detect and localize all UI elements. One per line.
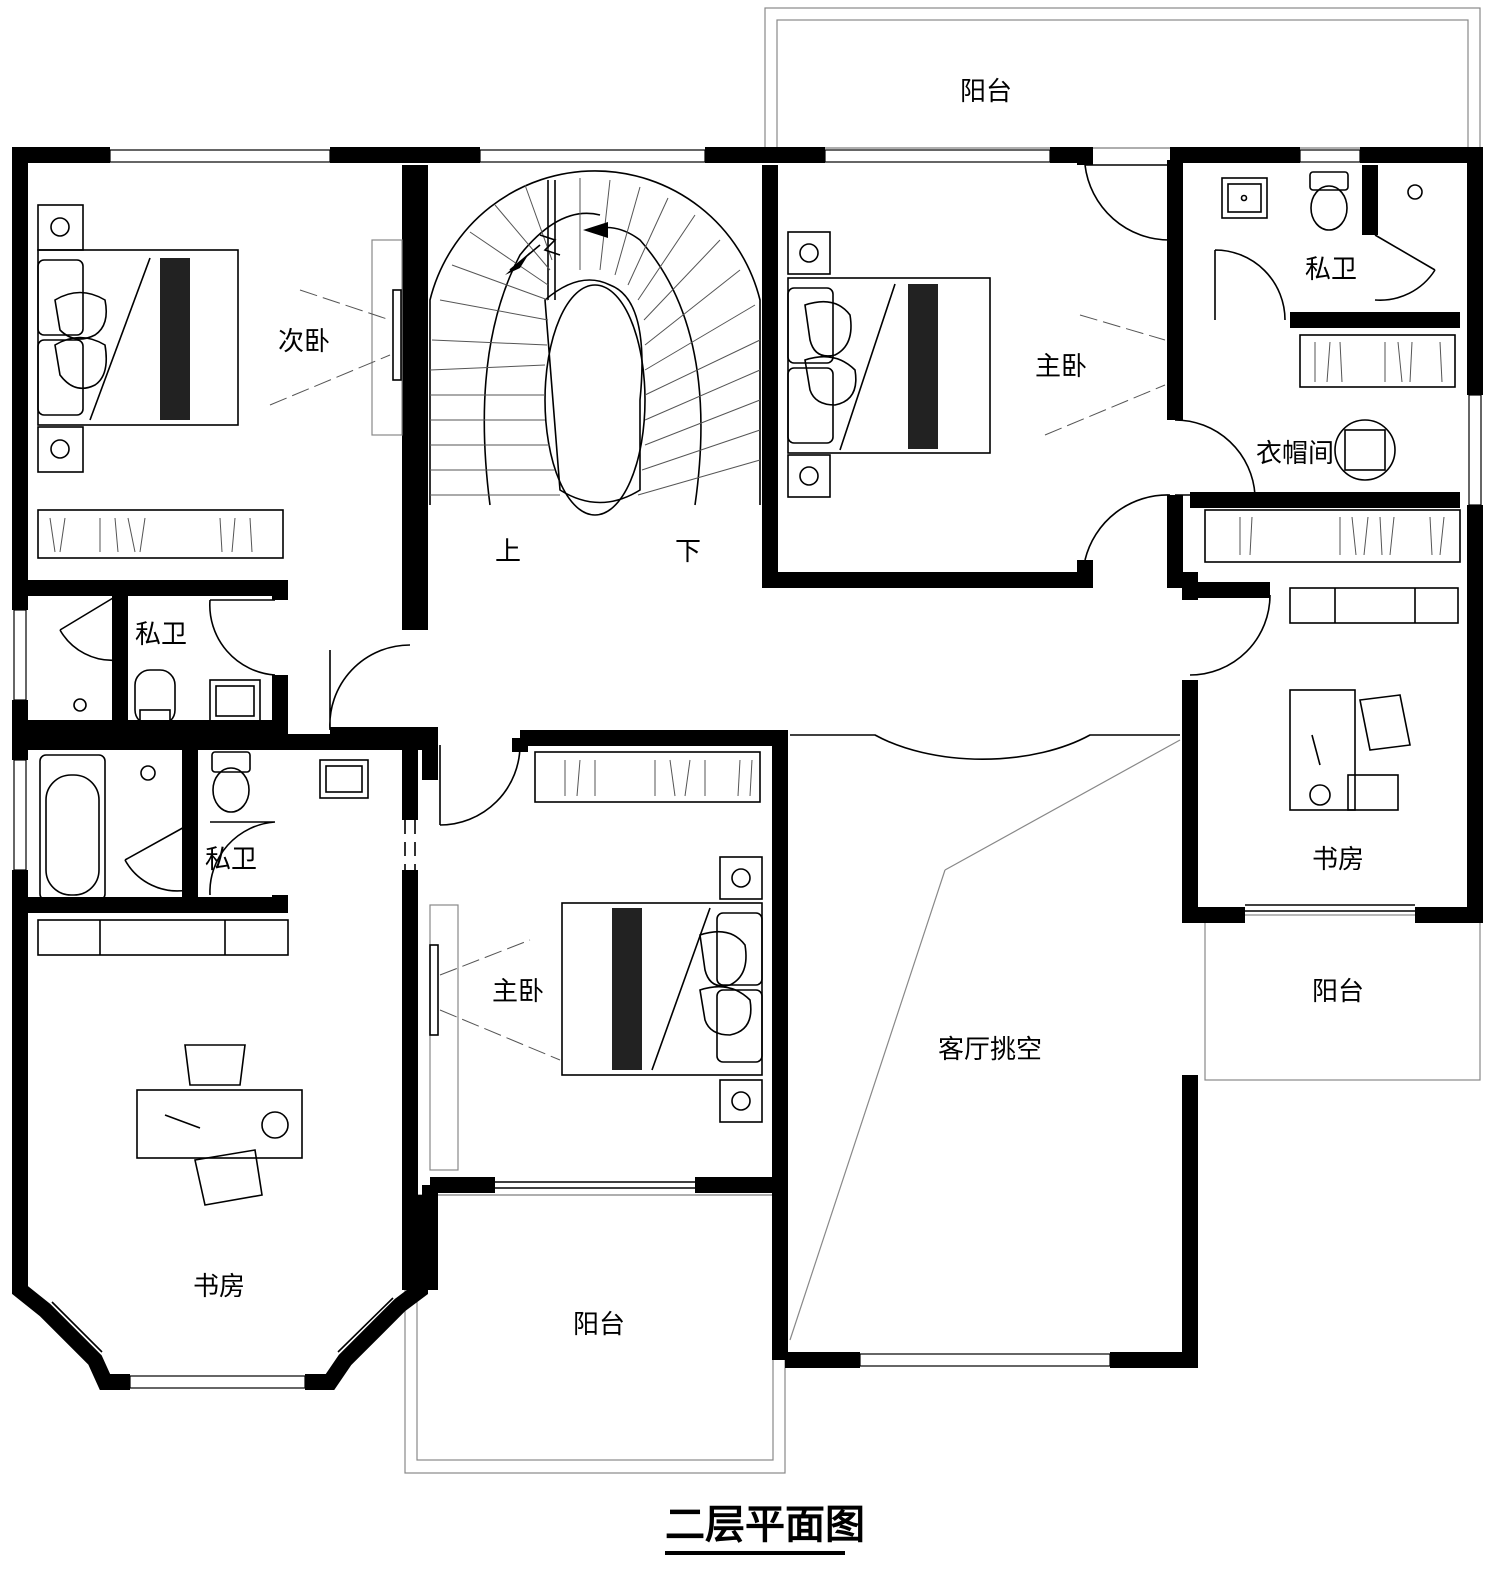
tv-panels bbox=[269, 239, 1177, 1171]
plan-title: 二层平面图 bbox=[665, 1502, 865, 1548]
spiral-staircase bbox=[429, 170, 761, 516]
label-study-left: 书房 bbox=[193, 1272, 245, 1302]
doors bbox=[59, 164, 1436, 1189]
drawing-title: 二层平面图 bbox=[665, 1502, 865, 1555]
label-master-bedroom-top: 主卧 bbox=[1035, 352, 1087, 382]
bathroom-fixtures bbox=[37, 171, 1459, 956]
label-balcony-top: 阳台 bbox=[960, 77, 1012, 107]
label-stair-up: 上 bbox=[495, 537, 521, 567]
bed-second-bedroom bbox=[37, 204, 239, 473]
label-bath-left-lower: 私卫 bbox=[205, 845, 257, 875]
label-balcony-right: 阳台 bbox=[1312, 977, 1364, 1007]
windows bbox=[13, 149, 1482, 1389]
label-living-void: 客厅挑空 bbox=[938, 1035, 1042, 1065]
walls bbox=[12, 147, 1483, 1390]
room-labels: 阳台 次卧 主卧 私卫 衣帽间 私卫 私卫 书房 阳台 主卧 客厅挑空 书房 阳… bbox=[135, 77, 1364, 1340]
label-bath-left-upper: 私卫 bbox=[135, 620, 187, 650]
study-furniture-right bbox=[1289, 419, 1411, 811]
label-stair-down: 下 bbox=[675, 537, 701, 567]
label-second-bedroom: 次卧 bbox=[278, 327, 330, 357]
label-closet: 衣帽间 bbox=[1256, 439, 1334, 469]
label-study-right: 书房 bbox=[1312, 845, 1364, 875]
label-bath-top-right: 私卫 bbox=[1305, 255, 1357, 285]
bed-master-top bbox=[787, 231, 991, 498]
living-void-lines bbox=[789, 739, 1181, 1341]
bed-master-center bbox=[561, 856, 763, 1123]
label-master-bedroom-center: 主卧 bbox=[492, 977, 544, 1007]
study-furniture-left bbox=[136, 1044, 303, 1206]
label-balcony-bottom: 阳台 bbox=[573, 1310, 625, 1340]
wardrobes bbox=[37, 334, 1461, 803]
